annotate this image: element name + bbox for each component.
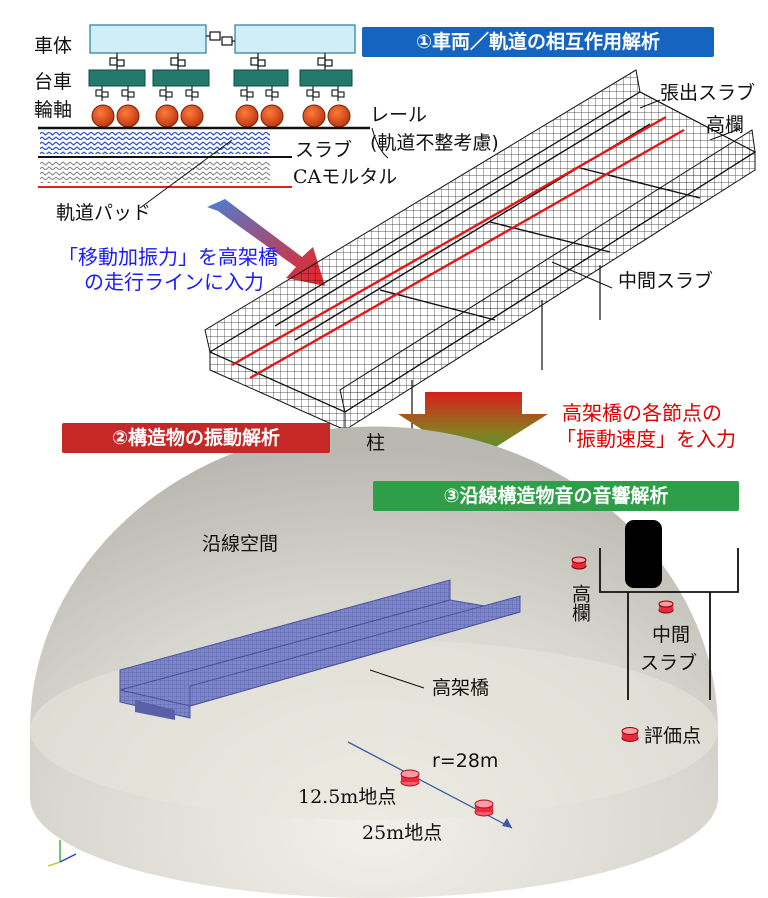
- suspension-primary: [95, 86, 345, 101]
- label-point-125m: 12.5m地点: [298, 786, 397, 808]
- stage3-badge: ③沿線構造物音の音響解析: [373, 481, 739, 511]
- label-point-25m: 25m地点: [362, 822, 443, 844]
- stage2-note-line1: 高架橋の各節点の: [562, 401, 722, 425]
- viaduct-leader: [369, 669, 425, 689]
- label-car-body: 車体: [34, 35, 73, 57]
- stage2-leaders: [551, 99, 743, 289]
- suspension-secondary: [109, 53, 333, 71]
- section-label-middle-1: 中間: [652, 624, 691, 646]
- label-bogie: 台車: [34, 71, 73, 93]
- axis-triad-icon: [47, 840, 77, 867]
- viaduct-acoustic-model: [119, 579, 521, 720]
- label-track-pad: 軌道パッド: [56, 202, 152, 224]
- section-label-eval: 評価点: [644, 725, 702, 747]
- radius-arrowhead: [502, 818, 512, 828]
- section-label-parapet: 高欄: [569, 584, 591, 622]
- eval-point-125m: [400, 769, 420, 787]
- stage1-badge: ①車両／軌道の相互作用解析: [362, 27, 714, 57]
- ca-mortar-springs: [40, 161, 270, 183]
- stage1-note-line1: 「移動加振力」を高架橋: [58, 245, 278, 269]
- wheelsets: [91, 104, 351, 128]
- train-silhouette: [625, 520, 662, 588]
- label-rail: レール: [370, 104, 428, 126]
- running-line-1: [231, 115, 667, 367]
- stage2-badge: ②構造物の振動解析: [62, 423, 330, 453]
- stage-transition-arrow: [398, 392, 548, 462]
- viaduct-fe-mesh: [204, 69, 757, 460]
- running-line-2: [249, 128, 685, 380]
- label-wheelset: 輪軸: [34, 99, 73, 121]
- label-radius: r=28m: [432, 750, 499, 772]
- label-parapet: 高欄: [706, 114, 745, 136]
- label-slab: スラブ: [295, 139, 353, 161]
- eval-point-25m: [474, 799, 494, 817]
- eval-marker-parapet: [571, 556, 587, 570]
- track-pad-springs: [40, 132, 270, 154]
- input-arrow: [207, 199, 325, 286]
- eval-marker-slab: [658, 600, 674, 614]
- stage1-note-line2: の走行ラインに入力: [84, 270, 264, 294]
- label-overhang-slab: 張出スラブ: [660, 82, 756, 104]
- car-body-2: [234, 24, 356, 54]
- stage2-note-line2: 「振動速度」を入力: [556, 427, 736, 451]
- car-body-1: [89, 24, 207, 54]
- car-coupler: [206, 31, 235, 46]
- label-viaduct: 高架橋: [432, 677, 490, 699]
- label-column: 柱: [366, 432, 386, 454]
- label-middle-slab: 中間スラブ: [618, 270, 714, 292]
- rail-note-bracket: [371, 127, 389, 159]
- label-rail-note: (軌道不整考慮): [370, 132, 499, 154]
- label-ca-mortar: CAモルタル: [293, 166, 398, 188]
- track-pad-leader: [139, 139, 233, 209]
- label-space: 沿線空間: [202, 533, 279, 555]
- cross-section: [599, 548, 739, 700]
- section-label-middle-2: スラブ: [640, 652, 698, 674]
- eval-marker-legend: [621, 727, 639, 742]
- bogies: [88, 69, 353, 87]
